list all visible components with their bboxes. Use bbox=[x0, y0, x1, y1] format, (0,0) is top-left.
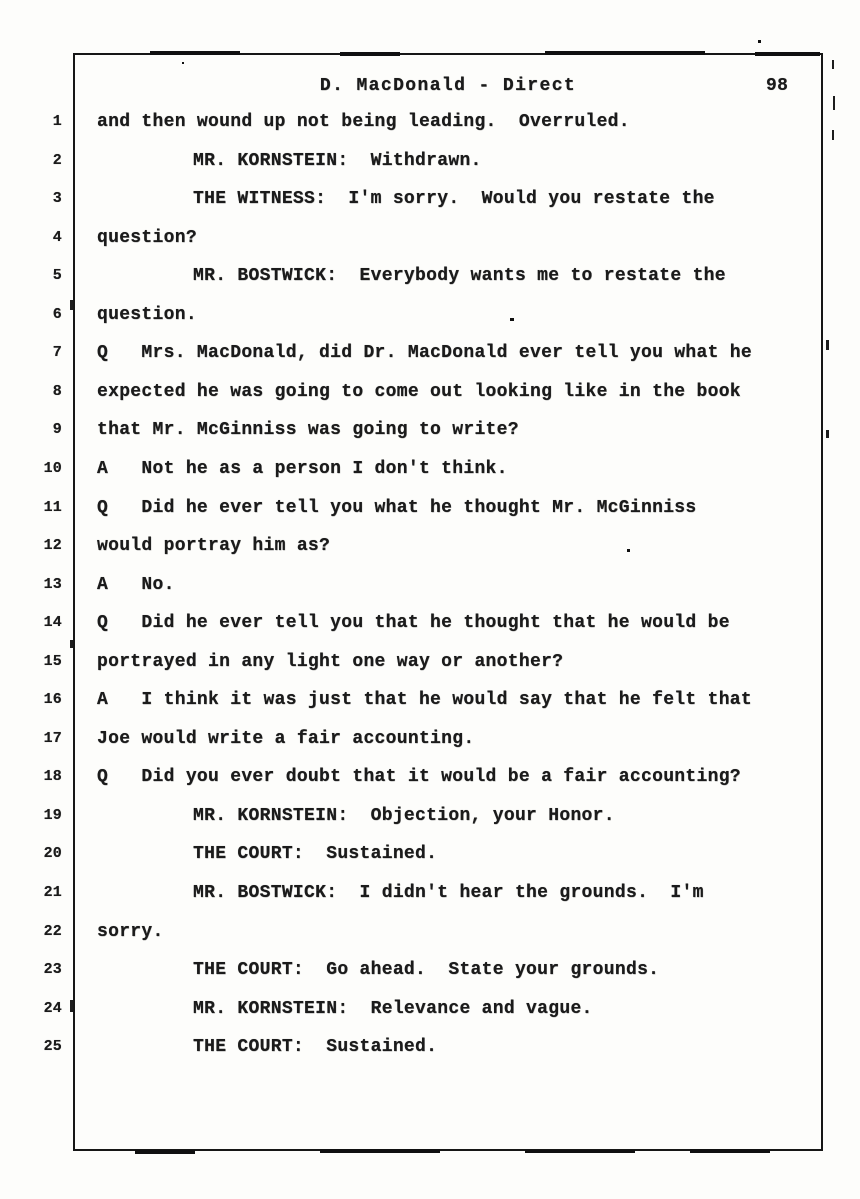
line-number: 7 bbox=[52, 344, 62, 362]
scan-artifact bbox=[826, 340, 829, 350]
scan-artifact bbox=[70, 1000, 73, 1012]
line-number: 11 bbox=[43, 498, 62, 516]
transcript-line: 4 question? bbox=[0, 228, 860, 250]
line-text: MR. KORNSTEIN: Withdrawn. bbox=[193, 150, 482, 171]
line-text: that Mr. McGinniss was going to write? bbox=[97, 420, 519, 441]
line-number: 17 bbox=[43, 729, 62, 747]
line-text: Joe would write a fair accounting. bbox=[97, 728, 475, 749]
transcript-line: 19 MR. KORNSTEIN: Objection, your Honor. bbox=[0, 806, 860, 828]
line-number: 22 bbox=[43, 922, 62, 940]
scan-artifact bbox=[833, 96, 835, 110]
line-number: 2 bbox=[52, 151, 62, 169]
transcript-line: 24 MR. KORNSTEIN: Relevance and vague. bbox=[0, 999, 860, 1021]
line-text: A No. bbox=[97, 574, 175, 595]
line-text: Q Mrs. MacDonald, did Dr. MacDonald ever… bbox=[97, 343, 753, 364]
line-number: 14 bbox=[43, 614, 62, 632]
transcript-line: 20 THE COURT: Sustained. bbox=[0, 844, 860, 866]
line-number: 24 bbox=[43, 999, 62, 1017]
line-number: 4 bbox=[52, 228, 62, 246]
line-text: THE COURT: Sustained. bbox=[193, 844, 438, 865]
transcript-line: 17 Joe would write a fair accounting. bbox=[0, 729, 860, 751]
transcript-line: 14 Q Did he ever tell you that he though… bbox=[0, 613, 860, 635]
line-number: 15 bbox=[43, 652, 62, 670]
scan-artifact bbox=[832, 60, 834, 69]
line-number: 19 bbox=[43, 806, 62, 824]
line-number: 1 bbox=[52, 113, 62, 130]
line-text: Q Did you ever doubt that it would be a … bbox=[97, 767, 741, 788]
transcript-line: 10 A Not he as a person I don't think. bbox=[0, 459, 860, 481]
line-text: MR. BOSTWICK: I didn't hear the grounds.… bbox=[193, 883, 704, 903]
line-text: Q Did he ever tell you that he thought t… bbox=[97, 613, 730, 634]
line-number: 13 bbox=[43, 575, 62, 593]
line-text: question. bbox=[97, 304, 197, 325]
transcript-line: 9 that Mr. McGinniss was going to write? bbox=[0, 420, 860, 442]
line-text: MR. KORNSTEIN: Objection, your Honor. bbox=[193, 805, 615, 826]
transcript-line: 21 MR. BOSTWICK: I didn't hear the groun… bbox=[0, 883, 860, 905]
line-text: MR. KORNSTEIN: Relevance and vague. bbox=[193, 998, 593, 1019]
scan-artifact bbox=[70, 300, 73, 310]
transcript-line: 18 Q Did you ever doubt that it would be… bbox=[0, 767, 860, 789]
line-text: MR. BOSTWICK: Everybody wants me to rest… bbox=[193, 266, 726, 287]
scan-artifact bbox=[510, 318, 514, 321]
transcript-frame bbox=[73, 53, 823, 1151]
line-text: THE WITNESS: I'm sorry. Would you restat… bbox=[193, 189, 715, 210]
line-number: 23 bbox=[43, 961, 62, 979]
line-number: 12 bbox=[43, 537, 62, 555]
page-number: 98 bbox=[766, 76, 789, 96]
line-number: 5 bbox=[52, 267, 62, 285]
scan-artifact bbox=[755, 52, 820, 56]
line-text: expected he was going to come out lookin… bbox=[97, 381, 741, 402]
scan-artifact bbox=[320, 1149, 440, 1153]
line-number: 21 bbox=[43, 884, 62, 901]
transcript-line: 11 Q Did he ever tell you what he though… bbox=[0, 498, 860, 520]
scan-artifact bbox=[758, 40, 761, 43]
scan-artifact bbox=[150, 51, 240, 55]
line-number: 3 bbox=[52, 190, 62, 208]
scan-artifact bbox=[832, 130, 834, 140]
scan-artifact bbox=[627, 549, 630, 552]
line-text: A I think it was just that he would say … bbox=[97, 690, 753, 711]
line-text: sorry. bbox=[97, 921, 164, 942]
line-number: 18 bbox=[43, 768, 62, 786]
scan-artifact bbox=[340, 52, 400, 56]
scan-artifact bbox=[826, 430, 829, 438]
line-number: 9 bbox=[52, 421, 62, 439]
line-text: Q Did he ever tell you what he thought M… bbox=[97, 497, 697, 518]
transcript-line: 22 sorry. bbox=[0, 922, 860, 944]
line-text: THE COURT: Sustained. bbox=[193, 1037, 438, 1058]
transcript-line: 12 would portray him as? bbox=[0, 536, 860, 558]
transcript-line: 23 THE COURT: Go ahead. State your groun… bbox=[0, 960, 860, 982]
line-number: 10 bbox=[43, 459, 62, 477]
line-number: 8 bbox=[52, 382, 62, 400]
line-number: 20 bbox=[43, 845, 62, 863]
transcript-line: 6 question. bbox=[0, 305, 860, 327]
line-text: THE COURT: Go ahead. State your grounds. bbox=[193, 960, 660, 981]
line-number: 6 bbox=[52, 305, 62, 323]
line-text: portrayed in any light one way or anothe… bbox=[97, 651, 564, 672]
scan-artifact bbox=[135, 1150, 195, 1154]
transcript-line: 1 and then wound up not being leading. O… bbox=[0, 112, 860, 134]
scan-artifact bbox=[525, 1150, 635, 1153]
scan-artifact bbox=[690, 1149, 770, 1153]
transcript-line: 2 MR. KORNSTEIN: Withdrawn. bbox=[0, 151, 860, 173]
line-text: A Not he as a person I don't think. bbox=[97, 458, 508, 479]
transcript-line: 5 MR. BOSTWICK: Everybody wants me to re… bbox=[0, 266, 860, 288]
page-header-title: D. MacDonald - Direct bbox=[319, 76, 577, 96]
scan-artifact bbox=[545, 51, 705, 55]
transcript-line: 13 A No. bbox=[0, 575, 860, 597]
transcript-line: 8 expected he was going to come out look… bbox=[0, 382, 860, 404]
transcript-line: 15 portrayed in any light one way or ano… bbox=[0, 652, 860, 674]
scan-artifact bbox=[182, 62, 184, 64]
transcript-line: 16 A I think it was just that he would s… bbox=[0, 690, 860, 712]
scan-artifact bbox=[70, 640, 73, 648]
line-number: 16 bbox=[43, 691, 62, 709]
line-text: would portray him as? bbox=[97, 536, 331, 557]
transcript-line: 25 THE COURT: Sustained. bbox=[0, 1037, 860, 1059]
transcript-line: 3 THE WITNESS: I'm sorry. Would you rest… bbox=[0, 189, 860, 211]
line-number: 25 bbox=[43, 1038, 62, 1056]
transcript-line: 7 Q Mrs. MacDonald, did Dr. MacDonald ev… bbox=[0, 343, 860, 365]
line-text: and then wound up not being leading. Ove… bbox=[97, 112, 630, 132]
line-text: question? bbox=[97, 227, 197, 248]
